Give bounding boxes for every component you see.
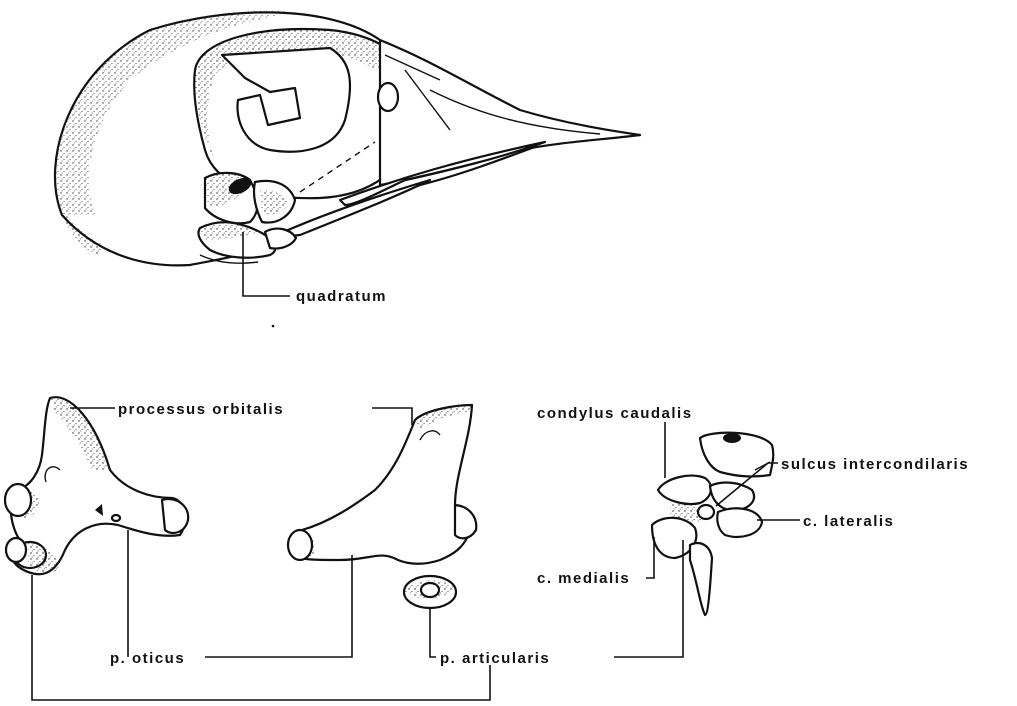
quadrate-view-medial	[288, 405, 476, 608]
sulcus-intercondilaris-label: sulcus intercondilaris	[781, 456, 969, 473]
skull-drawing	[55, 11, 640, 266]
c-medialis-label: c. medialis	[537, 570, 630, 587]
c-medialis-leader	[646, 537, 654, 578]
processus-orbitalis-label: processus orbitalis	[118, 401, 284, 418]
p-articularis-label: p. articularis	[440, 650, 550, 667]
condylus-caudalis-label: condylus caudalis	[537, 405, 693, 422]
quadrate-view-ventral	[652, 433, 773, 615]
c-lateralis-label: c. lateralis	[803, 513, 894, 530]
quadratum-label: quadratum	[296, 288, 387, 305]
p-articularis-leader	[32, 540, 683, 700]
p-oticus-label: p. oticus	[110, 650, 185, 667]
quadrate-view-lateral	[5, 397, 188, 574]
stray-dot	[272, 325, 275, 328]
